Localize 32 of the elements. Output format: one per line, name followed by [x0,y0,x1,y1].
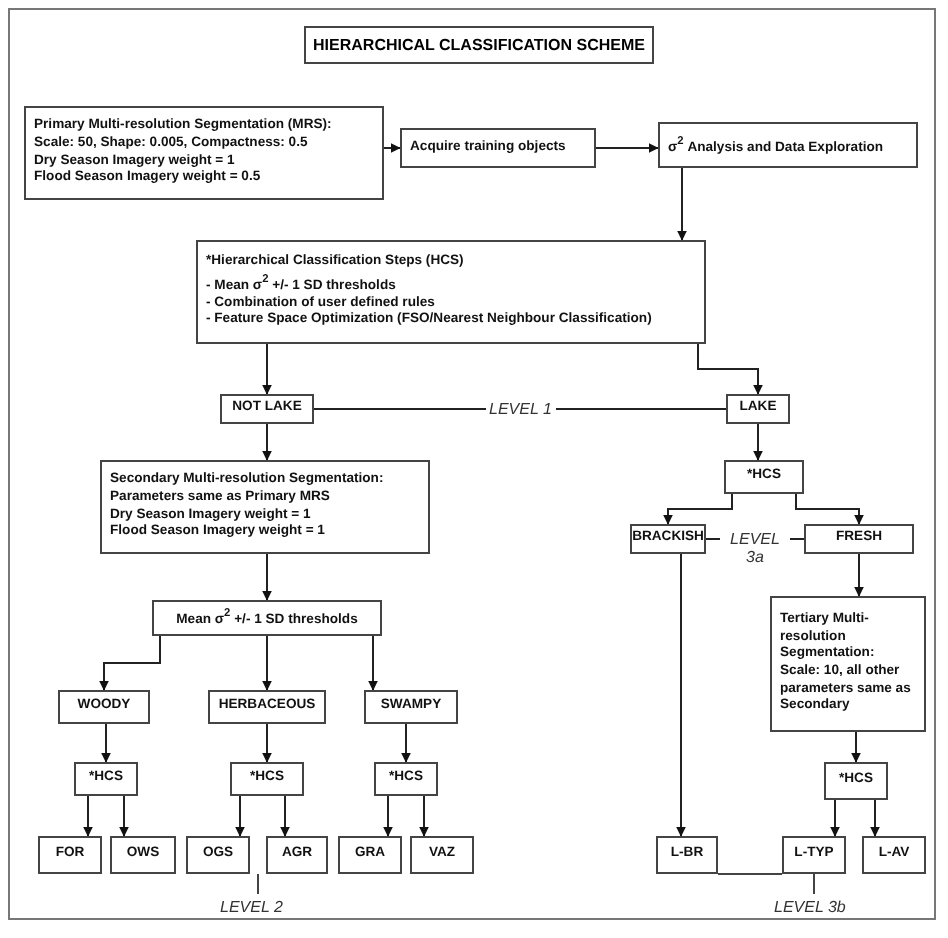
arrow [383,795,393,837]
arrow [697,343,763,395]
arrow [830,799,840,837]
arrow [262,635,272,691]
arrow [870,799,880,837]
arrow [368,635,378,691]
level-label: LEVEL 3b [774,898,846,916]
arrow [753,423,763,461]
arrow [854,553,864,597]
arrow [419,795,429,837]
arrow [280,795,290,837]
arrow [101,723,111,763]
arrow [99,635,161,691]
arrow [851,731,861,763]
arrow [677,167,687,241]
arrow [235,795,245,837]
arrow [595,143,659,153]
title: HIERARCHICAL CLASSIFICATION SCHEME [304,26,654,64]
edge-label: LEVEL 3a [720,529,790,565]
level-label: LEVEL 2 [220,898,283,916]
arrow [383,143,401,153]
arrow [795,493,864,525]
arrow [262,553,272,601]
arrow [262,343,272,395]
arrow [119,795,129,837]
arrow [83,795,93,837]
edge-label: LEVEL 1 [485,399,556,417]
arrow [262,423,272,461]
arrow [676,553,686,837]
arrow [401,723,411,763]
arrow [262,723,272,763]
arrow [663,493,733,525]
